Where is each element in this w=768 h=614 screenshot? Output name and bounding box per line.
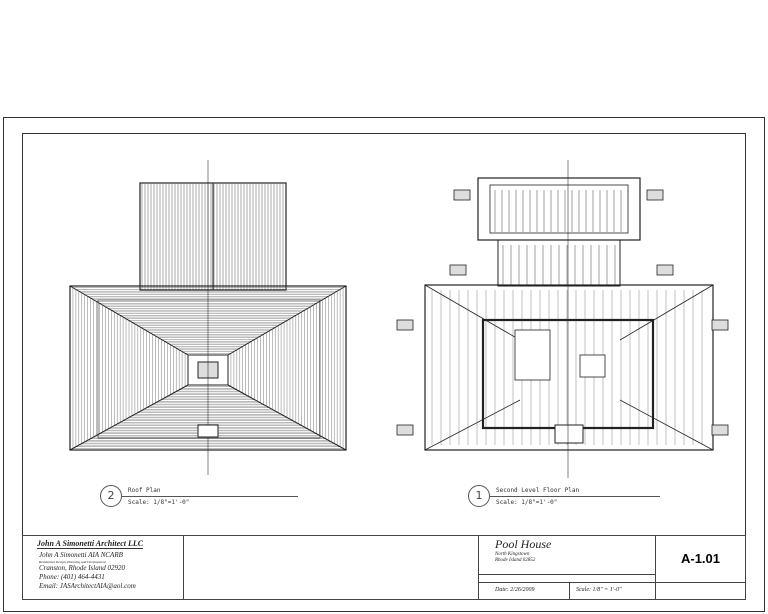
address: Cranston, Rhode Island 02920 <box>39 564 125 572</box>
sheet-blank-cell <box>655 582 746 600</box>
view-title: Second Level Floor Plan <box>496 487 580 494</box>
phone: Phone: (401) 464-4431 <box>39 573 105 581</box>
hip-line <box>619 399 714 451</box>
date-cell: Date: 2/26/2009 <box>478 582 570 600</box>
chimney <box>197 424 219 438</box>
dimension-tag <box>396 319 414 331</box>
firm-name: John A Simonetti Architect LLC <box>37 539 144 549</box>
hip-line <box>227 384 347 451</box>
view-scale: Scale: 1/8"=1'-0" <box>128 499 190 506</box>
hatch <box>579 354 606 378</box>
dimension-tag <box>656 264 674 276</box>
skylight <box>554 424 584 444</box>
architect-block: John A Simonetti Architect LLC John A Si… <box>22 535 184 600</box>
upper-wing-inner <box>489 184 629 234</box>
drawing-sheet-border <box>3 117 765 612</box>
date: Date: 2/26/2009 <box>495 587 535 593</box>
tagline: Residential Design, Planning and Develop… <box>39 560 106 564</box>
email: Email: JASArchitectAIA@aol.com <box>39 582 136 590</box>
project-title: Pool House <box>495 537 552 551</box>
dimension-tag <box>396 424 414 436</box>
architect-name: John A Simonetti AIA NCARB <box>39 551 123 559</box>
roof-plan-drawing <box>69 160 347 475</box>
blank-block <box>183 535 479 600</box>
sheet-number: A-1.01 <box>680 551 721 566</box>
stair <box>514 329 551 381</box>
view-title: Roof Plan <box>128 487 161 494</box>
dimension-tag <box>453 189 471 201</box>
dimension-tag <box>711 319 729 331</box>
project-block: Pool House North Kingstown Rhode Island … <box>478 535 656 575</box>
scale-cell: Scale: 1/8" = 1'-0" <box>569 582 656 600</box>
upper-wing-outline <box>477 177 641 241</box>
main-floor-outline <box>424 284 714 451</box>
view-scale: Scale: 1/8"=1'-0" <box>496 499 558 506</box>
stair-wing <box>497 239 621 287</box>
scale: Scale: 1/8" = 1'-0" <box>576 587 622 593</box>
project-location-1: North Kingstown <box>495 552 530 557</box>
second-level-floor-plan-drawing <box>396 160 729 478</box>
dimension-tag <box>449 264 467 276</box>
hip-line <box>619 284 714 341</box>
dimension-tag <box>711 424 729 436</box>
hip-line <box>69 384 189 451</box>
project-location-2: Rhode Island 02852 <box>495 558 536 563</box>
hip-line <box>69 285 189 356</box>
hip-line <box>227 285 347 356</box>
hip-line <box>424 284 521 341</box>
view-number: 2 <box>100 485 122 507</box>
hip-line <box>424 399 521 451</box>
sheet-number-cell: A-1.01 <box>655 535 746 583</box>
dimension-tag <box>646 189 664 201</box>
wall-line-dashed <box>97 299 321 439</box>
view-number: 1 <box>468 485 490 507</box>
